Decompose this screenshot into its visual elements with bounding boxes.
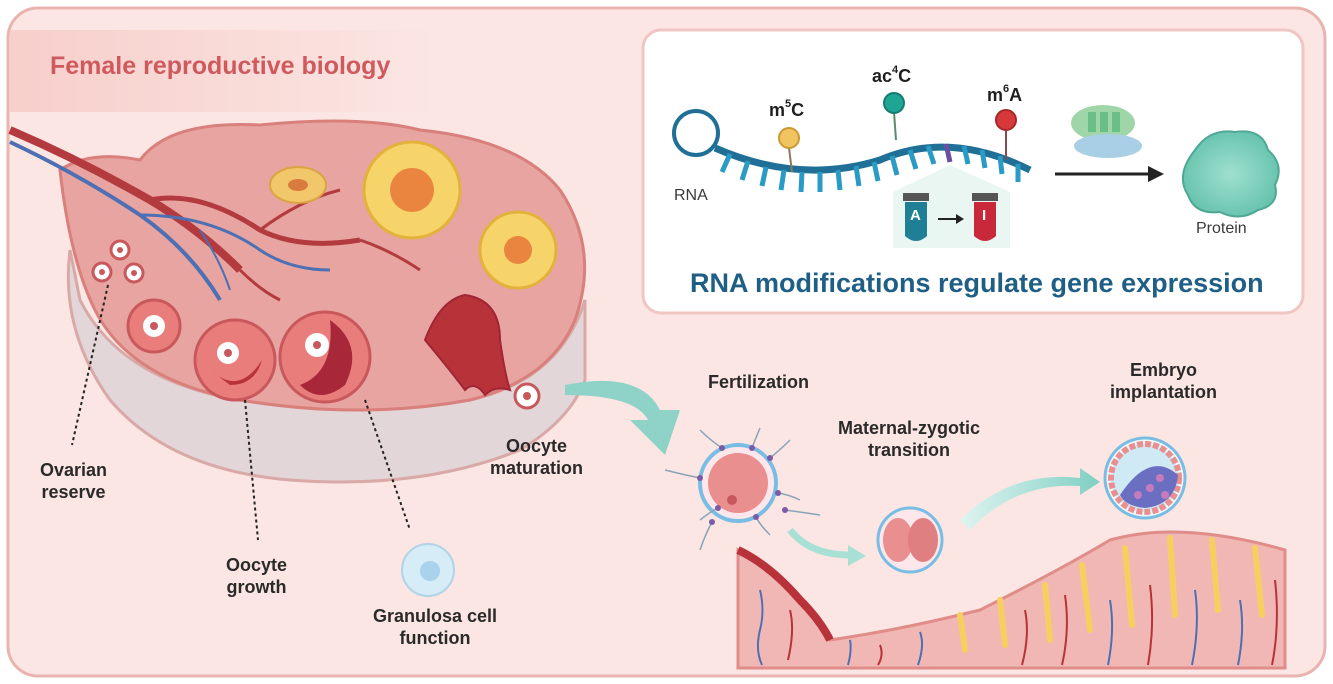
follicle-primary [126, 298, 182, 354]
protein-blob [1181, 130, 1280, 218]
follicle-secondary [193, 318, 277, 402]
m5c-marker [778, 127, 800, 149]
corpus-luteum-small [269, 166, 327, 204]
inosine-letter: I [982, 207, 987, 224]
rna-strand [672, 92, 1032, 193]
figure-title: Female reproductive biology [50, 52, 391, 80]
arrow-mzt-to-implantation [960, 468, 1100, 530]
protein-label: Protein [1196, 220, 1247, 237]
title-band [10, 30, 440, 112]
leader-ovarian-reserve [71, 284, 109, 446]
ovary [8, 119, 587, 541]
ovulating-follicle [423, 293, 541, 410]
primordial-follicles [91, 239, 145, 284]
corpus-luteum-large [362, 140, 462, 240]
label-fertilization: Fertilization [708, 372, 810, 392]
transition-arrow [565, 380, 680, 455]
ribosome [1071, 105, 1142, 158]
endometrium [736, 530, 1287, 670]
follicle-antral [278, 310, 372, 404]
arrow-fert-to-mzt [787, 527, 851, 559]
a-to-i-editing [893, 165, 1010, 248]
rna-label: RNA [674, 187, 708, 204]
granulosa-cell [401, 543, 455, 597]
adenosine-letter: A [910, 207, 921, 224]
rna-cap [672, 109, 720, 157]
rna-headline: RNA modifications regulate gene expressi… [690, 268, 1264, 298]
m6a-marker [995, 109, 1017, 131]
m5c-label: m5C [769, 98, 805, 120]
blastocyst [1103, 436, 1187, 520]
fertilization-egg [664, 427, 821, 551]
rna-panel [641, 28, 1305, 315]
m6a-label: m6A [987, 83, 1023, 105]
ac4c-marker [883, 92, 905, 114]
corpus-luteum-medium [478, 210, 558, 290]
leader-granulosa [364, 399, 411, 531]
two-cell-embryo [876, 506, 944, 574]
ac4c-label: ac4C [872, 64, 912, 86]
